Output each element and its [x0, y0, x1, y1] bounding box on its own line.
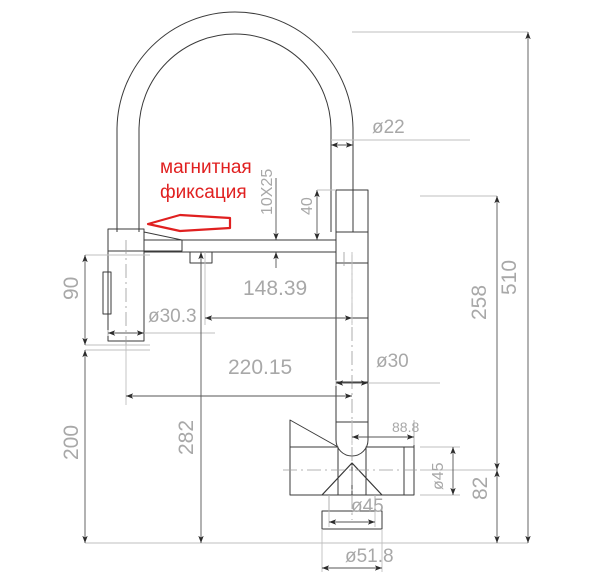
- label-d51-8: ø51.8: [345, 546, 394, 567]
- label-10x25: 10X25: [259, 169, 276, 215]
- valve-left-wing: [289, 419, 339, 496]
- column-collar-upper: [335, 189, 369, 233]
- label-d22: ø22: [372, 117, 405, 138]
- label-d30-3: ø30.3: [148, 306, 197, 327]
- spout-arc-inner: [138, 33, 332, 232]
- dimension-lines: [82, 31, 531, 572]
- outlet-cone: [321, 462, 383, 496]
- dimension-labels: ø22 ø30.3 ø30 ø45 ø51.8 148.39 220.15 88…: [60, 117, 521, 567]
- label-258: 258: [468, 285, 491, 320]
- label-d45-body: ø45: [430, 462, 447, 490]
- label-82: 82: [469, 477, 492, 500]
- annotation-arrow-left-icon: [146, 213, 232, 233]
- label-90: 90: [60, 277, 83, 300]
- label-d30: ø30: [376, 351, 409, 372]
- label-220-15: 220.15: [228, 356, 292, 379]
- label-148-39: 148.39: [243, 277, 307, 300]
- spray-head-button: [102, 271, 112, 315]
- spout-arc-outer: [116, 11, 354, 232]
- label-d45-outlet: ø45: [351, 496, 384, 517]
- magnetic-fixation-annotation: магнитная фиксация: [146, 157, 252, 233]
- annotation-line-1: магнитная: [160, 157, 252, 178]
- valve-right-wing: [365, 446, 415, 496]
- base-flange: [321, 510, 383, 530]
- label-88-8: 88.8: [392, 419, 419, 435]
- spout-arm: [143, 239, 337, 253]
- valve-right-wing-inner: [403, 447, 414, 496]
- label-40: 40: [299, 197, 316, 215]
- annotation-line-2: фиксация: [160, 182, 247, 203]
- label-282: 282: [175, 420, 198, 455]
- faucet-outline: [102, 11, 415, 530]
- centre-lines: [125, 240, 421, 520]
- label-200: 200: [60, 425, 83, 460]
- spray-head-taper: [143, 231, 183, 252]
- label-510: 510: [498, 260, 521, 295]
